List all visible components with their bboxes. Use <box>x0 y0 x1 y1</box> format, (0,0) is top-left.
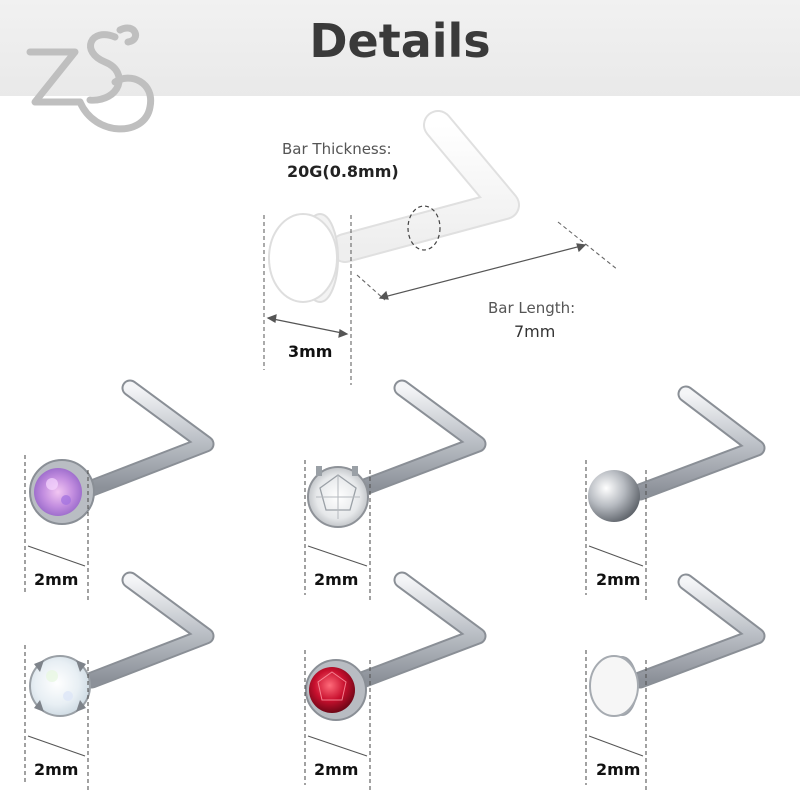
bar-thickness-value: 20G(0.8mm) <box>287 162 399 181</box>
stud-flat-disc <box>589 573 766 717</box>
stud-red-crystal <box>305 571 487 721</box>
stud-pink-opal <box>29 379 215 525</box>
stud-steel-ball <box>588 385 766 522</box>
brand-logo <box>26 24 155 133</box>
bar-thickness-label: Bar Thickness: <box>282 140 392 158</box>
page-title: Details <box>309 14 491 68</box>
stud-dimension-markers <box>24 455 647 790</box>
spec-diagram <box>263 110 619 385</box>
stud-size-pink-opal: 2mm <box>34 570 79 589</box>
stud-size-red-crystal: 2mm <box>314 760 359 779</box>
bar-length-label: Bar Length: <box>488 299 576 317</box>
stud-size-steel-ball: 2mm <box>596 570 641 589</box>
stud-size-clear-crystal: 2mm <box>314 570 359 589</box>
stud-white-opal <box>29 571 215 717</box>
stud-size-white-opal: 2mm <box>34 760 79 779</box>
head-size-value: 3mm <box>288 342 333 361</box>
stud-clear-crystal <box>307 379 487 528</box>
bar-length-value: 7mm <box>514 322 556 341</box>
stud-size-flat-disc: 2mm <box>596 760 641 779</box>
